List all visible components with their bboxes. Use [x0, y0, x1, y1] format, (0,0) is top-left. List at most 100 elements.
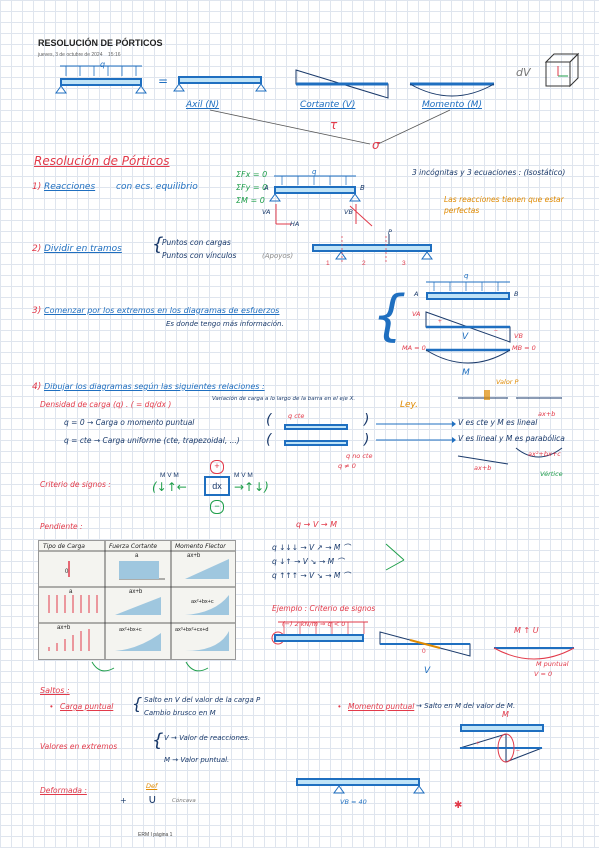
- step2-t1: 1: [326, 260, 330, 267]
- step3-ma: MA = 0: [402, 344, 426, 352]
- saltos-carga: Carga puntual: [60, 702, 114, 711]
- step4-q0: q = 0 → Carga o momento puntual: [64, 418, 195, 427]
- step4-minus-circle: −: [210, 500, 224, 514]
- step1-number: 1): [32, 182, 42, 192]
- table-axb-load: ax+b: [57, 625, 71, 631]
- table-curve-arrows: [91, 661, 209, 672]
- step1-q: q: [312, 168, 317, 176]
- step3-mb: MB = 0: [512, 344, 536, 352]
- intro-sigma-lines: [209, 109, 451, 145]
- step4-number: 4): [32, 382, 42, 392]
- ejemplo-load: (−) 2 kN/m ⇒ q < 0: [282, 620, 346, 628]
- step4-title: Dibujar los diagramas según las siguient…: [44, 382, 265, 391]
- step1-eq2: ΣFy = 0: [236, 183, 268, 192]
- step3-number: 3): [32, 306, 42, 316]
- step4-paren-l2: (: [266, 432, 272, 448]
- support-icon: [173, 83, 185, 92]
- step3-v: V: [462, 332, 469, 342]
- step3-vb: VB: [514, 332, 523, 340]
- step2-t2: 2: [362, 260, 366, 267]
- step1-eq3: ΣM = 0: [236, 196, 265, 205]
- saltos-beam: [460, 724, 544, 732]
- step4-res1: V es cte y M es lineal: [458, 418, 538, 427]
- saltos-v1: V → Valor de reacciones.: [164, 734, 251, 742]
- step2-brace: {: [152, 234, 164, 255]
- intro-label-dv: dV: [516, 66, 531, 79]
- saltos-valores: Valores en extremos: [40, 742, 118, 751]
- intro-shear-diagram: [295, 69, 389, 99]
- step1-va: VA: [262, 208, 271, 216]
- deformada-plus: +: [120, 796, 127, 805]
- intro-label-sigma: σ: [372, 138, 380, 152]
- step3-plus: +: [438, 318, 442, 325]
- step3-load-arrows: [426, 281, 510, 291]
- support-icon: [255, 83, 267, 92]
- step3-sub: Es donde tengo más información.: [166, 320, 284, 328]
- step2-title: Dividir en tramos: [44, 244, 122, 254]
- intro-label-momento: Momento (M): [422, 100, 482, 110]
- step4-sign-right: →↑↓): [234, 480, 269, 494]
- pendiente-row3: q ↑↑↑ → V ↘ → M ⌒: [272, 571, 351, 580]
- ejemplo-v: V: [424, 666, 431, 676]
- step3-label-a: A: [414, 290, 419, 298]
- step4-q-no-cte: q no cte: [346, 452, 373, 460]
- saltos-brace-2: {: [152, 730, 164, 751]
- table-header-1: Tipo de Carga: [43, 543, 85, 550]
- saltos-moment-diagram: [459, 733, 543, 763]
- step4-q-cte: q cte: [288, 412, 305, 420]
- saltos-m-label: M: [502, 710, 509, 719]
- step4-criterio: Criterio de signos :: [40, 480, 111, 489]
- step1-title: Reacciones: [44, 182, 96, 192]
- step4-variacion: Variación de carga a lo largo de la barr…: [212, 396, 356, 402]
- deformada-sym: ∪: [148, 792, 157, 806]
- saltos-c2: Cambio brusco en M: [144, 709, 216, 717]
- deformada-concava: Cóncava: [172, 798, 196, 804]
- ejemplo-beam: [274, 634, 364, 642]
- intro-label-tau: τ: [330, 118, 338, 132]
- table-header-3: Momento Flector: [175, 543, 226, 550]
- step1-note: 3 incógnitas y 3 ecuaciones : (Isostátic…: [412, 168, 566, 177]
- step3-q: q: [464, 272, 469, 280]
- step1-beam: [274, 186, 356, 194]
- step4-mvm-left: M V M: [160, 472, 179, 479]
- support-icon: [421, 251, 433, 260]
- step2-item1: Puntos con cargas: [162, 238, 231, 247]
- step1-vb: VB: [344, 208, 353, 216]
- support-icon: [135, 85, 147, 94]
- step2-p-arrow: [388, 234, 390, 244]
- table-a: a: [69, 589, 73, 595]
- deformada-title: Deformada :: [40, 786, 87, 795]
- intro-load-q: q: [100, 60, 106, 69]
- step1-warning: Las reacciones tienen que estar perfecta…: [444, 195, 564, 215]
- step4-beam-2: [284, 440, 348, 446]
- step2-t3: 3: [402, 260, 406, 267]
- step1-label-a: A: [264, 184, 269, 192]
- step4-ley: Ley.: [400, 400, 419, 410]
- pendiente-row2: q ↓↑ → V ↘ → M ⌒: [272, 557, 344, 566]
- step3-minus: −: [494, 328, 498, 335]
- table-a2: a: [135, 553, 139, 559]
- step4-arrows: [376, 421, 456, 443]
- saltos-bullet-1: •: [50, 702, 53, 711]
- step4-vertice: Vértice: [540, 470, 563, 478]
- saltos-bullet-2: •: [338, 702, 341, 711]
- step3-beam: [426, 292, 510, 300]
- step4-pendiente: Pendiente :: [40, 522, 83, 531]
- step4-sign-left: (↓↑←: [152, 480, 187, 494]
- table-grid: [39, 541, 235, 659]
- step1-text: con ecs. equilibrio: [116, 182, 198, 192]
- saltos-m1: → Salto en M del valor de M.: [416, 702, 516, 710]
- footer-page: ERM I página 1: [138, 832, 173, 838]
- star-mark: ✱: [454, 800, 463, 811]
- ejemplo-moment: [493, 647, 575, 660]
- step4-valor-p: Valor P: [496, 378, 519, 386]
- step2-number: 2): [32, 244, 42, 254]
- deformada-def: Def: [146, 782, 158, 790]
- step2-cut-lines: [341, 236, 387, 262]
- intro-beam-axil: [178, 76, 262, 84]
- saltos-title: Saltos :: [40, 686, 70, 695]
- deformada-beam: [296, 778, 420, 786]
- step2-beam: [312, 244, 432, 252]
- step3-m: M: [462, 368, 470, 378]
- cube-element-icon: [544, 52, 580, 88]
